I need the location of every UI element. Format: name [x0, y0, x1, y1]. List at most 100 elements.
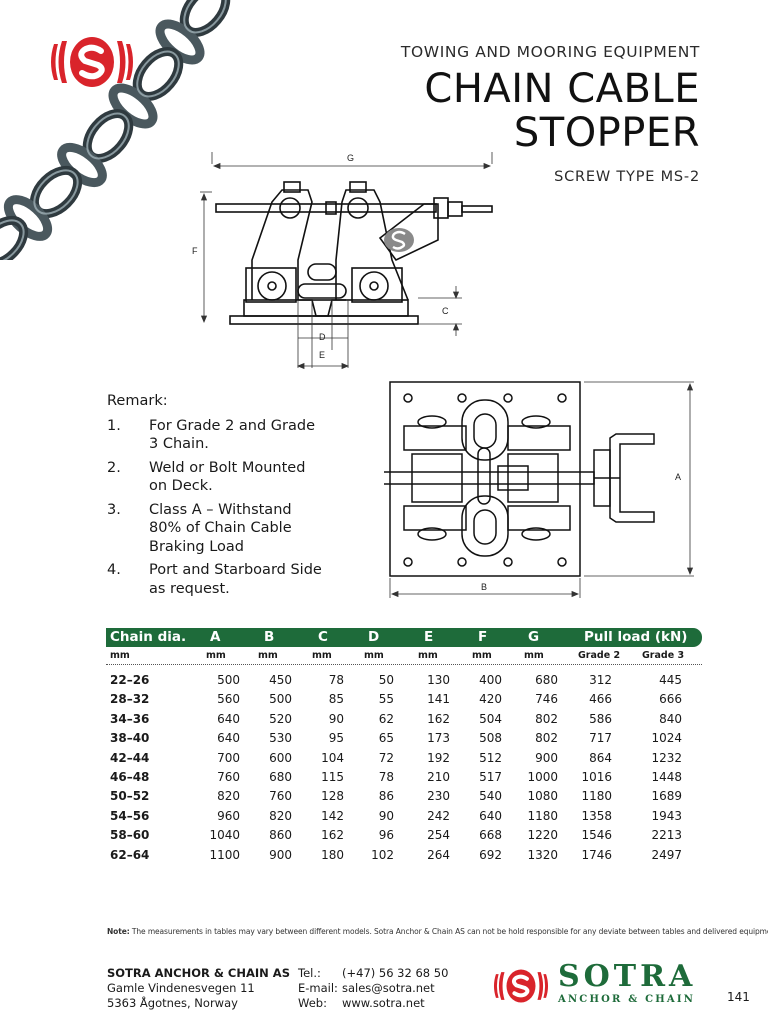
table-cell: 512: [479, 750, 502, 765]
table-cell: 400: [479, 673, 502, 687]
table-cell: 46–48: [110, 769, 150, 784]
table-unit-cell: mm: [110, 650, 130, 661]
disclaimer-note: Note: The measurements in tables may var…: [107, 927, 768, 936]
table-cell: 840: [659, 711, 682, 726]
brand-wordmark: SOTRA ANCHOR & CHAIN: [558, 959, 697, 1006]
contact-tel: Tel.: (+47) 56 32 68 50: [298, 966, 448, 981]
dim-label-e: E: [319, 350, 325, 360]
table-cell: 65: [378, 731, 394, 746]
table-cell: 180: [321, 847, 344, 862]
email-label: E-mail:: [298, 981, 338, 995]
dim-label-a: A: [675, 472, 681, 482]
table-header-cell: F: [478, 629, 488, 645]
table-cell: 62–64: [110, 847, 150, 862]
table-cell: 38–40: [110, 731, 150, 746]
table-cell: 50: [378, 673, 394, 687]
table-cell: 640: [217, 731, 240, 746]
table-unit-cell: mm: [206, 650, 226, 661]
dim-label-g: G: [347, 153, 354, 163]
web-label: Web:: [298, 996, 327, 1010]
table-unit-cell: mm: [364, 650, 384, 661]
email-value: sales@sotra.net: [342, 981, 435, 995]
table-cell: 34–36: [110, 711, 150, 726]
table-cell: 540: [479, 789, 502, 804]
note-label: Note:: [107, 927, 130, 936]
table-cell: 500: [269, 692, 292, 707]
table-cell: 173: [427, 731, 450, 746]
table-cell: 142: [321, 808, 344, 823]
remark-text: Class A – Withstand 80% of Chain Cable B…: [149, 501, 347, 557]
table-cell: 820: [269, 808, 292, 823]
table-cell: 820: [217, 789, 240, 804]
brand-tagline: ANCHOR & CHAIN: [558, 994, 696, 1005]
table-cell: 1016: [581, 769, 612, 784]
table-cell: 450: [269, 673, 292, 687]
table-unit-cell: mm: [312, 650, 332, 661]
table-unit-cell: mm: [258, 650, 278, 661]
table-cell: 1080: [527, 789, 558, 804]
table-cell: 517: [479, 769, 502, 784]
table-cell: 102: [371, 847, 394, 862]
table-cell: 54–56: [110, 808, 150, 823]
remark-line: Braking Load: [149, 538, 245, 555]
table-cell: 900: [269, 847, 292, 862]
table-cell: 680: [269, 769, 292, 784]
page-number: 141: [727, 990, 750, 1004]
page-header: TOWING AND MOORING EQUIPMENT CHAIN CABLE…: [401, 43, 700, 185]
chain-illustration: [0, 0, 231, 260]
remark-number: 1.: [107, 417, 121, 434]
contact-web: Web: www.sotra.net: [298, 996, 448, 1011]
table-cell: 96: [378, 828, 394, 843]
table-cell: 717: [589, 731, 612, 746]
remark-line: on Deck.: [149, 478, 213, 494]
remark-line: 80% of Chain Cable: [149, 520, 292, 536]
table-header-cell: Chain dia.: [110, 629, 187, 645]
remark-line: For Grade 2 and Grade: [149, 417, 316, 434]
table-cell: 680: [535, 673, 558, 687]
table-cell: 586: [589, 711, 612, 726]
dim-label-c: C: [442, 306, 449, 316]
table-cell: 1000: [527, 769, 558, 784]
table-cell: 254: [427, 828, 450, 843]
table-cell: 666: [659, 692, 682, 707]
note-text: The measurements in tables may vary betw…: [129, 927, 768, 936]
table-cell: 1220: [527, 828, 558, 843]
table-header-cell: B: [264, 629, 275, 645]
remark-item: 1. For Grade 2 and Grade 3 Chain.: [107, 417, 347, 454]
table-cell: 1180: [581, 789, 612, 804]
remark-number: 4.: [107, 562, 121, 578]
table-header-cell: A: [210, 629, 221, 645]
table-cell: 55: [378, 692, 394, 707]
table-cell: 600: [269, 750, 292, 765]
table-cell: 1943: [651, 808, 682, 823]
table-header-cell: Pull load (kN): [584, 629, 688, 645]
remark-text: Weld or Bolt Mounted on Deck.: [149, 459, 347, 496]
table-cell: 760: [217, 769, 240, 784]
brand-name: SOTRA: [558, 959, 697, 994]
table-cell: 115: [321, 769, 344, 784]
table-cell: 1100: [209, 847, 240, 862]
remark-text: For Grade 2 and Grade 3 Chain.: [149, 417, 347, 454]
company-name: SOTRA ANCHOR & CHAIN AS: [107, 966, 290, 980]
table-cell: 640: [479, 808, 502, 823]
side-view-drawing: G F C D E: [192, 152, 493, 370]
table-cell: 802: [535, 711, 558, 726]
table-header-cell: E: [424, 629, 434, 645]
table-cell: 312: [589, 673, 612, 687]
table-cell: 640: [217, 711, 240, 726]
remark-number: 2.: [107, 459, 121, 476]
table-unit-cell: mm: [524, 650, 544, 661]
table-cell: 58–60: [110, 828, 150, 843]
table-cell: 520: [269, 711, 292, 726]
sotra-logo-footer: [493, 969, 549, 1003]
table-cell: 1232: [651, 750, 682, 765]
table-cell: 1448: [651, 769, 682, 784]
table-cell: 162: [321, 828, 344, 843]
